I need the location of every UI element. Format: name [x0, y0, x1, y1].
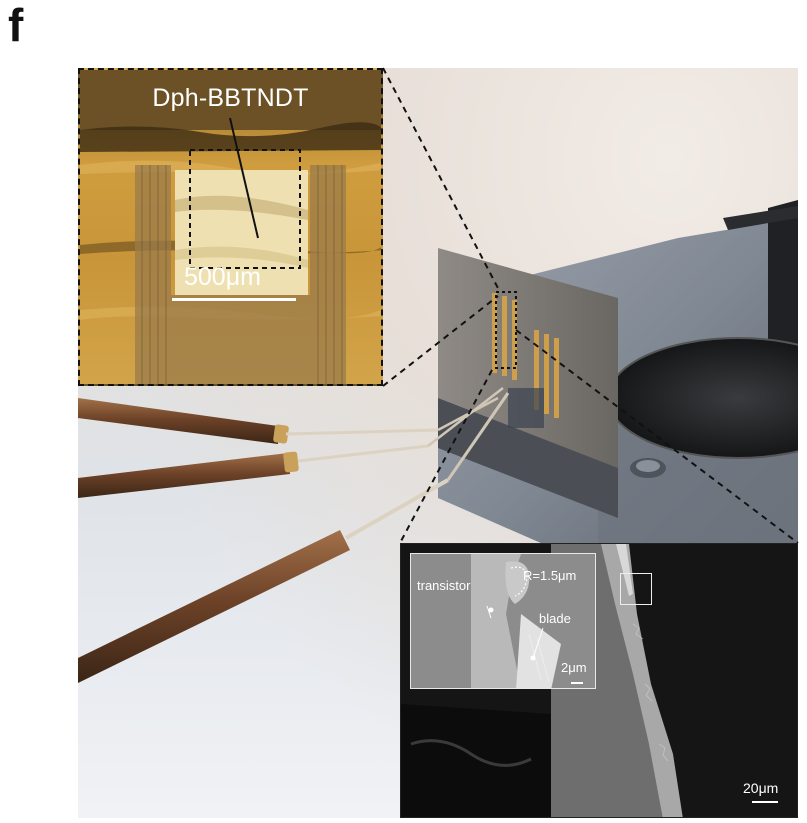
- optical-micrograph-inset: Dph-BBTNDT: [78, 68, 383, 386]
- sem-detail-subinset: transistor R=1.5μm blade 2μm: [410, 553, 596, 689]
- probe-1: [78, 396, 499, 444]
- sem-scale-bar: [752, 801, 778, 803]
- subinset-scale-label: 2μm: [561, 660, 587, 675]
- blade-label: blade: [539, 611, 571, 626]
- panel-letter: f: [8, 0, 24, 51]
- transistor-label: transistor: [417, 578, 471, 593]
- optical-scale-bar: [172, 298, 296, 301]
- sem-zoom-region: [620, 573, 652, 605]
- optical-scale-label: 500μm: [184, 263, 261, 291]
- subinset-scale-bar: [571, 682, 583, 684]
- sem-scale-label: 20μm: [743, 780, 779, 796]
- radius-label: R=1.5μm: [523, 568, 577, 583]
- material-label: Dph-BBTNDT: [152, 84, 309, 112]
